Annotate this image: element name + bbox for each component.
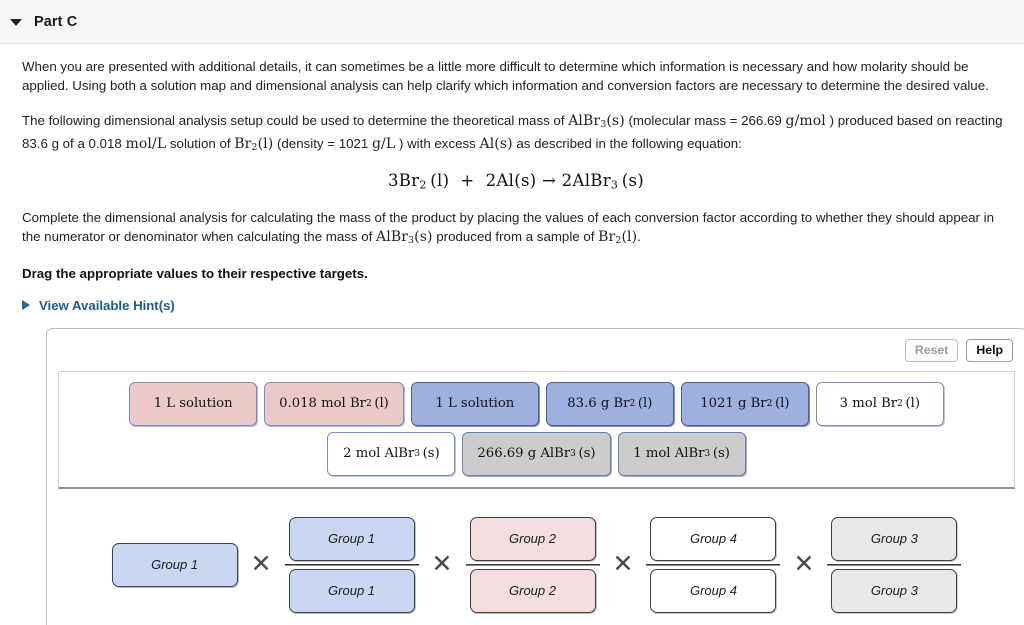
widget-toolbar: Reset Help [47, 329, 1024, 362]
drop-slot-denominator-1[interactable]: Group 1 [288, 568, 415, 613]
species-subscript: 3 [408, 234, 415, 246]
fraction-bar [465, 563, 600, 566]
species-symbol: Br [234, 136, 252, 153]
unit-mol-per-l: mol/L [125, 136, 167, 153]
species-subscript: 3 [600, 119, 607, 131]
body-content: When you are presented with additional d… [0, 57, 1024, 625]
conversion-factor-2: Group 2 Group 2 [465, 516, 600, 613]
drop-slot-initial[interactable]: Group 1 [111, 542, 238, 587]
page-title: Part C [34, 13, 78, 30]
triangle-right-icon [22, 300, 30, 311]
multiply-icon: ✕ [612, 550, 634, 579]
bank-tile[interactable]: 1 L solution [129, 381, 258, 426]
drop-slot-numerator-1[interactable]: Group 1 [288, 516, 415, 561]
triangle-down-icon[interactable] [10, 19, 22, 26]
species-subscript: 2 [615, 234, 622, 246]
species-symbol: AlBr [376, 228, 409, 245]
conversion-factor-1: Group 1 Group 1 [284, 516, 419, 613]
view-hints-link[interactable]: View Available Hint(s) [22, 298, 175, 313]
drop-slot-numerator-4[interactable]: Group 3 [831, 516, 958, 561]
intro-paragraph: When you are presented with additional d… [22, 59, 989, 93]
fraction-bar [827, 563, 962, 566]
species-symbol: AlBr [568, 113, 601, 129]
setup-text-1: The following dimensional analysis setup… [22, 113, 569, 128]
task-paragraph: Complete the dimensional analysis for ca… [22, 208, 1010, 250]
drop-slot-numerator-2[interactable]: Group 2 [469, 516, 596, 561]
species-symbol: Br [598, 228, 616, 245]
multiply-icon: ✕ [250, 550, 272, 579]
species-state: (s) [606, 113, 625, 129]
unit-g-per-mol: g/mol [785, 113, 826, 129]
help-button[interactable]: Help [966, 338, 1013, 362]
task-text-2: produced from a sample of [432, 228, 599, 244]
task-text-3: . [637, 228, 641, 244]
expression-area: Group 1 ✕ Group 1 Group 1 ✕ Group 2 Group 2 ✕ Gr… [47, 489, 1024, 613]
fraction-bar [284, 563, 419, 566]
drop-slot-denominator-2[interactable]: Group 2 [469, 568, 596, 613]
conversion-factor-4: Group 3 Group 3 [827, 516, 962, 613]
first-quantity-slot-wrap: Group 1 [111, 542, 238, 587]
species-albr3-1: AlBr3(s) [568, 113, 625, 131]
drop-slot-denominator-3[interactable]: Group 4 [650, 568, 777, 613]
species-subscript: 2 [251, 142, 258, 154]
setup-text-4: solution of [166, 136, 235, 152]
setup-paragraph: The following dimensional analysis setup… [22, 111, 1010, 157]
multiply-icon: ✕ [793, 550, 815, 579]
reset-button[interactable]: Reset [904, 338, 959, 362]
species-albr3-2: AlBr3(s) [376, 228, 433, 246]
species-br2-2: Br2(l) [598, 228, 638, 246]
drop-slot-denominator-4[interactable]: Group 3 [831, 568, 958, 613]
setup-text-6: ) with excess [395, 136, 480, 152]
setup-text-3: ) produced based on reacting 83.6 g of a… [22, 113, 1003, 152]
species-state: (l) [257, 136, 274, 153]
multiply-icon: ✕ [431, 550, 453, 579]
setup-text-2: (molecular mass = 266.69 [624, 113, 786, 128]
task-text-1: Complete the dimensional analysis for ca… [22, 209, 994, 244]
fraction-bar [646, 563, 781, 566]
species-br2-1: Br2(l) [234, 136, 274, 154]
unit-g-per-l: g/L [371, 136, 396, 153]
setup-text-7: as described in the following equation: [512, 136, 742, 152]
part-header: Part C [0, 0, 1024, 44]
view-hints-label: View Available Hint(s) [39, 297, 175, 313]
species-state: (s) [414, 228, 433, 245]
drag-instruction: Drag the appropriate values to their res… [22, 265, 368, 281]
conversion-factor-3: Group 4 Group 4 [646, 516, 781, 613]
chemical-equation: 3Br2 (l) + 2Al(s) → 2AlBr3 (s) [387, 171, 645, 192]
setup-text-5: (density = 1021 [273, 136, 372, 152]
species-state: (l) [621, 228, 638, 245]
bank-tile[interactable]: 1 L solution [410, 381, 539, 426]
species-al: Al(s) [479, 136, 513, 153]
drop-slot-numerator-3[interactable]: Group 4 [650, 516, 777, 561]
